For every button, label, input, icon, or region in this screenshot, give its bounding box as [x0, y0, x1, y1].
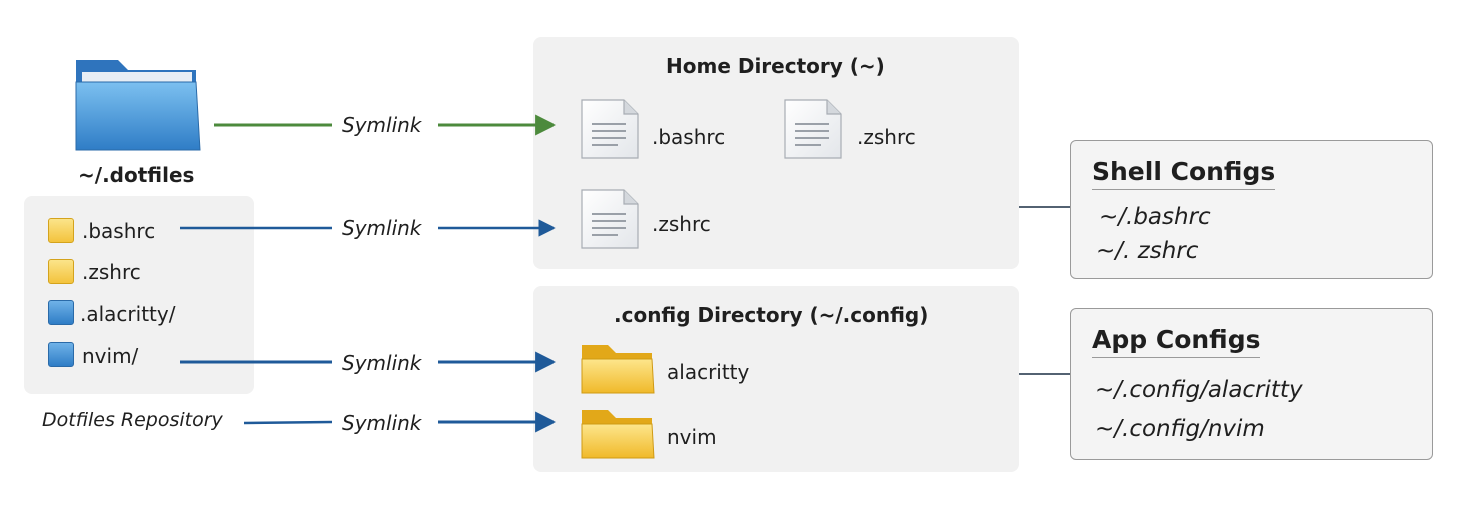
- symlink-arrow-4: [243, 411, 557, 433]
- folder-yellow-icon: [581, 345, 655, 394]
- symlink-label-4: Symlink: [342, 411, 422, 435]
- folder-blue-icon: [48, 300, 74, 325]
- folder-yellow-icon: [48, 259, 74, 284]
- list-item: .bashrc: [82, 219, 156, 243]
- folder-blue-icon: [48, 342, 74, 367]
- symlink-label-2: Symlink: [342, 216, 422, 240]
- shell-configs-item: ~/. zshrc: [1096, 238, 1199, 264]
- folder-yellow-icon: [581, 410, 655, 459]
- document-icon: [581, 189, 639, 249]
- config-folder-label: alacritty: [667, 360, 750, 384]
- shell-configs-title: Shell Configs: [1092, 157, 1276, 190]
- shell-configs-callout: Shell Configs ~/.bashrc ~/. zshrc: [1070, 140, 1433, 279]
- config-folder-label: nvim: [667, 425, 717, 449]
- list-item: .alacritty/: [80, 302, 176, 326]
- home-file-label: .zshrc: [857, 125, 916, 149]
- home-file-label: .zshrc: [652, 212, 711, 236]
- home-directory-title: Home Directory (~): [666, 54, 885, 78]
- folder-yellow-icon: [48, 218, 74, 243]
- app-configs-item: ~/.config/alacritty: [1095, 377, 1303, 403]
- shell-configs-item: ~/.bashrc: [1099, 204, 1211, 230]
- document-icon: [581, 99, 639, 159]
- dotfiles-folder-label: ~/.dotfiles: [78, 163, 195, 187]
- document-icon: [784, 99, 842, 159]
- dotfiles-repository-label: Dotfiles Repository: [42, 409, 223, 431]
- list-item: nvim/: [82, 344, 139, 368]
- list-item: .zshrc: [82, 260, 141, 284]
- symlink-label-1: Symlink: [342, 113, 422, 137]
- dotfiles-folder-icon: [75, 60, 201, 151]
- app-configs-item: ~/.config/nvim: [1095, 416, 1265, 442]
- home-file-label: .bashrc: [652, 125, 726, 149]
- symlink-label-3: Symlink: [342, 351, 422, 375]
- app-configs-title: App Configs: [1092, 325, 1261, 358]
- config-directory-title: .config Directory (~/.config): [614, 303, 929, 327]
- app-configs-callout: App Configs ~/.config/alacritty ~/.confi…: [1070, 308, 1433, 460]
